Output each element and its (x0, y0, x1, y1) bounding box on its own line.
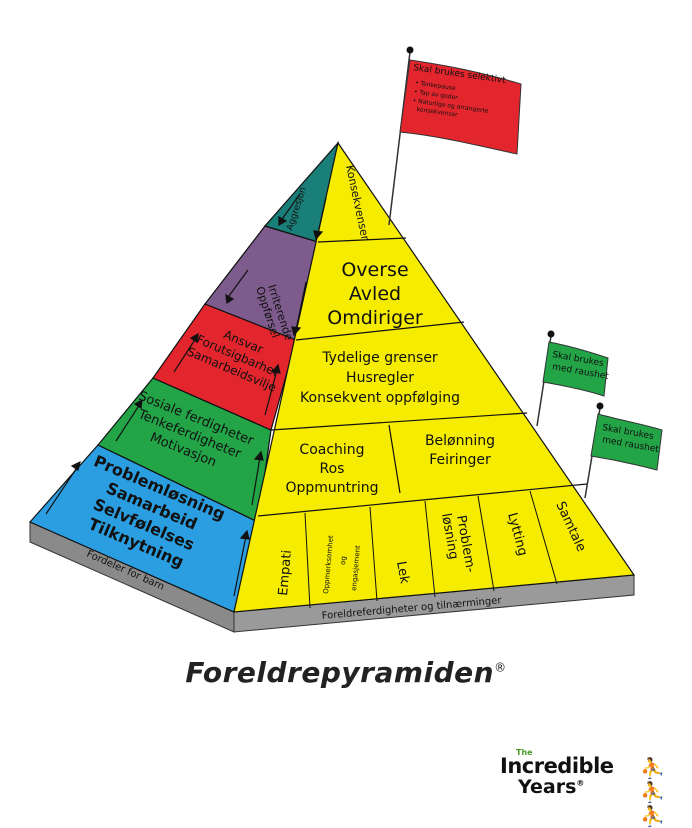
incredible-years-logo: The Incredible Years® ⛹⛹⛹ (500, 748, 680, 828)
level4-left-line-1: Coaching (299, 442, 364, 458)
kids-figures-icon: ⛹⛹⛹ (640, 756, 665, 828)
logo-line-1: Incredible (500, 754, 614, 778)
right-face (233, 141, 636, 613)
diagram-caption: Foreldrepyramiden® (0, 656, 692, 689)
bottom-oppmerksomhet-2: og (339, 556, 348, 565)
level4-left-line-3: Oppmuntring (285, 480, 378, 496)
caption-title: Foreldrepyramiden (185, 656, 495, 689)
level2-line-3: Omdiriger (327, 307, 423, 329)
level2-line-1: Overse (341, 259, 408, 281)
bottom-oppmerksomhet-3: engasjement (350, 545, 362, 591)
bottom-lek: Lek (393, 560, 412, 585)
bottom-empati: Empati (276, 549, 295, 596)
logo-line-2: Years (518, 776, 577, 798)
logo-line-2-wrap: Years® (518, 776, 584, 798)
caption-mark: ® (494, 660, 507, 675)
level2-line-2: Avled (349, 283, 401, 305)
level4-right-line-1: Belønning (425, 433, 495, 449)
logo-mark: ® (576, 778, 585, 788)
level3-line-3: Konsekvent oppfølging (300, 390, 460, 406)
level3-line-1: Tydelige grenser (321, 350, 438, 366)
level4-right-line-2: Feiringer (429, 452, 491, 468)
level4-left-line-2: Ros (320, 461, 345, 477)
level3-line-2: Husregler (346, 370, 414, 386)
red-flag (399, 59, 522, 155)
green-flag-2 (590, 413, 663, 471)
logo-the: The (516, 748, 533, 757)
green-flag-1 (542, 341, 609, 397)
